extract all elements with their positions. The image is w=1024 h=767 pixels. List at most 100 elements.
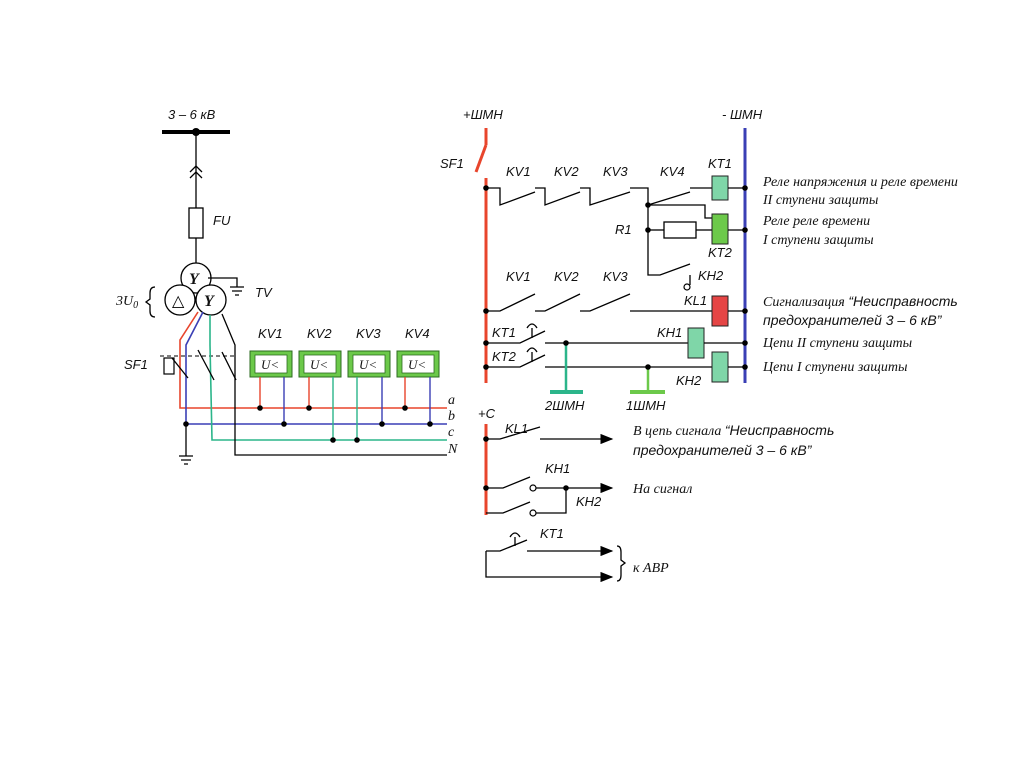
phase-a-wire [179,311,447,409]
node [742,185,748,191]
kl1-coil [711,295,729,327]
node [742,340,748,346]
wire [536,488,567,514]
avr-text: к АВР [633,561,669,576]
winding-delta [164,284,196,316]
wire [648,204,712,219]
desc-row3-a: Сигнализация “Неисправность [763,293,958,310]
sf1-contact [474,144,488,173]
relay-kv4: U< [396,350,440,378]
kh2-coil [711,351,729,383]
r3-kv3-label: KV3 [603,269,628,284]
neutral-wire [221,313,447,456]
signal-text-a: В цепь сигнала “Неисправность [633,422,834,439]
kt1-c-label: KT1 [540,526,564,541]
relay-leads [257,377,433,443]
sf1-blade-c [221,351,237,381]
kt2-label: KT2 [708,245,733,260]
breaker-label: SF1 [124,357,148,372]
svg-text:U<: U< [261,357,279,372]
svg-text:U<: U< [310,357,328,372]
r1-kv4-label: KV4 [660,164,685,179]
relay-kv2: U< [298,350,342,378]
time-delay-icon [509,532,521,546]
node [483,185,489,191]
node [645,364,651,370]
kl1-contact-line [486,427,612,439]
node [742,227,748,233]
kh1-terminal [529,484,537,492]
disconnect-icon [189,165,203,179]
bus1-label: 1ШМН [626,398,666,413]
sf1-blade-b [197,349,215,381]
phase-b-wire [185,311,447,425]
relay-kv3: U< [347,350,391,378]
winding-y2-symbol: Y [204,293,215,310]
node [483,340,489,346]
r1-kv3-label: KV3 [603,164,628,179]
delta-symbol: △ [172,291,185,310]
node [563,340,569,346]
kl1-label: KL1 [684,293,707,308]
desc-row5: Цепи I ступени защиты [762,360,907,375]
time-delay-icon [526,347,538,362]
desc-row3-b: предохранителей 3 – 6 кВ” [763,312,943,328]
kh1-contact [486,476,531,489]
plus-c-label: +С [478,406,496,421]
kt1-label: KT1 [708,156,732,171]
bus2-label: 2ШМН [544,398,585,413]
ground-icon [230,286,244,296]
relay-kv3-label: KV3 [356,326,381,341]
brace-icon [616,545,627,582]
transformer-label: TV [255,285,273,300]
signal-text-b: предохранителей 3 – 6 кВ” [633,442,813,458]
kh2-b-contact [486,501,531,514]
relay-kv1-label: KV1 [258,326,283,341]
kh2-label: KH2 [676,373,702,388]
r3-kv1-label: KV1 [506,269,531,284]
row4-contacts [486,330,688,344]
phase-a-label: a [448,393,455,408]
fuse-fu [188,207,204,239]
node [742,364,748,370]
kt1-c-contact [486,539,528,552]
kt1-coil [711,175,729,201]
na-signal-text: На сигнал [632,482,692,497]
ground-icon [179,455,193,465]
node [483,364,489,370]
desc-row1-a: Реле напряжения и реле времени [762,175,958,190]
kh2-b-terminal [529,509,537,517]
minus-bus-label: - ШМН [722,107,763,122]
avr-line-2 [485,551,614,583]
r3-kv2-label: KV2 [554,269,579,284]
row5-contacts [486,354,712,368]
kh2-contact [647,205,691,285]
relay-kv4-label: KV4 [405,326,430,341]
svg-text:U<: U< [408,357,426,372]
phase-b-label: b [448,409,455,424]
winding-secondary [195,284,227,316]
node [483,485,489,491]
node [742,308,748,314]
kh2-b-label: KH2 [576,494,602,509]
kh2-top-label: KH2 [698,268,724,283]
row1-contacts [486,187,712,206]
kh1-coil [687,327,705,359]
kt2-b-label: KT2 [492,349,517,364]
resistor-r1 [663,221,697,239]
relay-kv2-label: KV2 [307,326,332,341]
kh1-b-label: KH1 [545,461,570,476]
winding-y1-symbol: Y [189,271,200,288]
node [483,436,489,442]
kt1-b-label: KT1 [492,325,516,340]
desc-row1-b: II ступени защиты [762,193,878,208]
bus-voltage-label: 3 – 6 кВ [168,107,216,122]
kh2-terminal [683,283,691,291]
plus-bus-label: +ШМН [463,107,503,122]
r1-label: R1 [615,222,632,237]
relay-kv1: U< [249,350,293,378]
ground-lead [208,277,238,287]
time-delay-icon [526,323,538,338]
fuse-label: FU [213,213,231,228]
